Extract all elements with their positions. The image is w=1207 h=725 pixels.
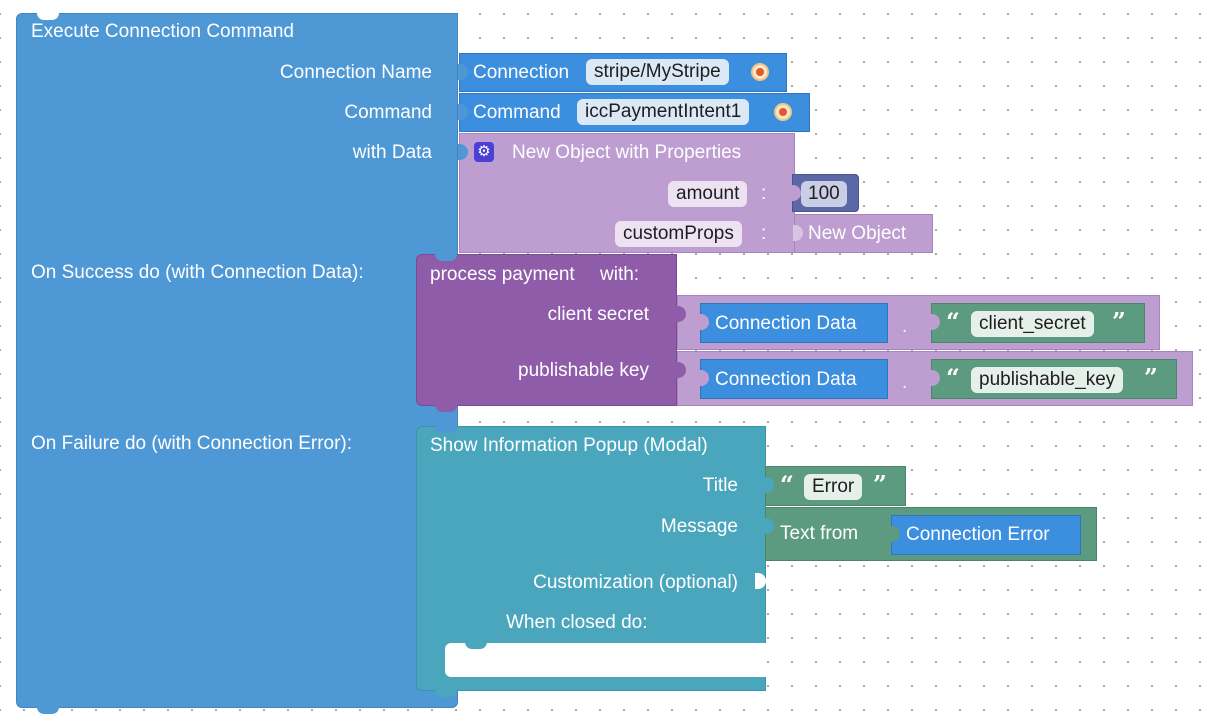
input-connector bbox=[793, 225, 803, 241]
input-connector bbox=[930, 314, 940, 330]
connection-error-block[interactable] bbox=[890, 515, 1081, 555]
block-notch-bottom bbox=[435, 690, 457, 697]
command-label: Command bbox=[344, 102, 432, 123]
mutator-gear-icon[interactable]: ⚙ bbox=[474, 142, 494, 162]
new-object-inner-label: New Object bbox=[808, 223, 907, 244]
connection-dropdown[interactable]: stripe/MyStripe bbox=[586, 59, 729, 85]
title-string-field[interactable]: Error bbox=[804, 474, 863, 500]
process-payment-with-label: with: bbox=[600, 264, 640, 285]
text-from-label: Text from bbox=[780, 523, 859, 544]
input-connector bbox=[458, 104, 468, 120]
input-connector bbox=[890, 526, 900, 542]
popup-title-label: Title bbox=[702, 475, 738, 496]
with-data-label: with Data bbox=[352, 142, 432, 163]
on-failure-label: On Failure do (with Connection Error): bbox=[31, 433, 353, 454]
input-connector bbox=[699, 314, 709, 330]
open-quote-icon: “ bbox=[780, 470, 794, 499]
block-notch bbox=[435, 426, 457, 433]
process-payment-title: process payment bbox=[430, 264, 575, 285]
input-connector bbox=[764, 518, 774, 534]
popup-message-label: Message bbox=[660, 516, 738, 537]
when-closed-statement-slot[interactable] bbox=[445, 642, 766, 677]
connection-name-label: Connection Name bbox=[279, 62, 432, 83]
connection-data-block[interactable] bbox=[699, 359, 888, 399]
connection-status-icon[interactable] bbox=[749, 61, 771, 83]
publishable-key-string-field[interactable]: publishable_key bbox=[971, 367, 1124, 393]
close-quote-icon: ” bbox=[1112, 307, 1126, 336]
input-connector bbox=[458, 64, 468, 80]
connection-error-label: Connection Error bbox=[906, 524, 1050, 545]
client-secret-label: client secret bbox=[547, 304, 649, 325]
new-object-title: New Object with Properties bbox=[512, 142, 742, 163]
connection-data-block[interactable] bbox=[699, 303, 888, 343]
close-quote-icon: ” bbox=[1144, 363, 1158, 392]
connection-data-label: Connection Data bbox=[715, 313, 857, 334]
connection-data-label: Connection Data bbox=[715, 369, 857, 390]
number-value-field[interactable]: 100 bbox=[801, 181, 847, 207]
command-block-label: Command bbox=[473, 102, 561, 123]
input-connector bbox=[930, 370, 940, 386]
publishable-key-label: publishable key bbox=[518, 360, 649, 381]
command-dropdown[interactable]: iccPaymentIntent1 bbox=[577, 99, 750, 125]
input-connector bbox=[458, 144, 468, 160]
customization-empty-input[interactable] bbox=[755, 573, 766, 589]
process-payment-block[interactable] bbox=[416, 254, 677, 412]
input-connector bbox=[676, 306, 686, 322]
input-connector bbox=[791, 185, 801, 201]
on-success-label: On Success do (with Connection Data): bbox=[31, 262, 364, 283]
property-colon: : bbox=[761, 183, 767, 204]
block-notch-bottom bbox=[435, 405, 457, 412]
connection-block-label: Connection bbox=[473, 62, 570, 83]
property-key-customprops[interactable]: customProps bbox=[615, 221, 742, 247]
block-notch bbox=[435, 254, 457, 261]
popup-customization-label: Customization (optional) bbox=[533, 572, 738, 593]
execute-connection-command-block[interactable] bbox=[16, 13, 458, 714]
open-quote-icon: “ bbox=[946, 363, 960, 392]
property-dot: . bbox=[902, 372, 908, 393]
block-notch bbox=[37, 13, 59, 20]
client-secret-string-field[interactable]: client_secret bbox=[971, 311, 1094, 337]
input-connector bbox=[676, 362, 686, 378]
popup-block-title: Show Information Popup (Modal) bbox=[430, 435, 708, 456]
property-key-amount[interactable]: amount bbox=[668, 181, 748, 207]
command-status-icon[interactable] bbox=[772, 101, 794, 123]
open-quote-icon: “ bbox=[946, 307, 960, 336]
execute-block-title: Execute Connection Command bbox=[31, 21, 294, 42]
input-connector bbox=[764, 477, 774, 493]
new-object-inner-block[interactable] bbox=[793, 214, 933, 253]
when-closed-label: When closed do: bbox=[506, 612, 648, 633]
input-connector bbox=[699, 370, 709, 386]
property-dot: . bbox=[902, 316, 908, 337]
close-quote-icon: ” bbox=[873, 470, 887, 499]
property-colon: : bbox=[761, 223, 767, 244]
statement-notch bbox=[465, 642, 487, 649]
block-notch-bottom bbox=[37, 707, 59, 714]
